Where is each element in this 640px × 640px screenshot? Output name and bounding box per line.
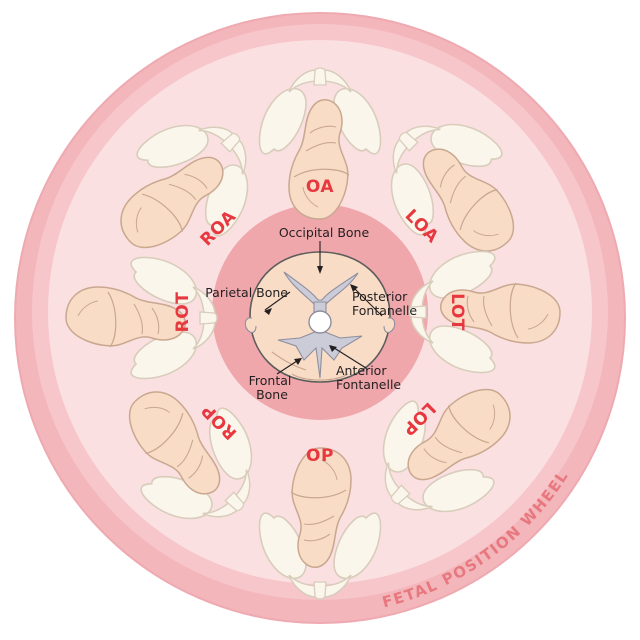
- position-label-rot: ROT: [173, 292, 193, 333]
- arrowhead-parietal: [264, 308, 272, 315]
- position-label-op: OP: [306, 446, 334, 466]
- leader-posterior-fontanelle: [351, 285, 383, 317]
- arrowhead-anterior-fontanelle: [329, 345, 337, 352]
- fetal-skull-diagram: [244, 241, 396, 383]
- label-occipital-bone: Occipital Bone: [279, 225, 370, 240]
- leader-anterior-fontanelle: [330, 345, 367, 369]
- label-parietal-bone: Parietal Bone: [205, 285, 288, 300]
- arrowhead-occipital: [317, 266, 323, 274]
- label-anterior-fontanelle: Anterior Fontanelle: [336, 363, 401, 392]
- label-frontal-bone: Frontal Bone: [249, 373, 296, 402]
- position-label-oa: OA: [306, 177, 334, 197]
- label-posterior-fontanelle: Posterior Fontanelle: [352, 289, 417, 318]
- anterior-fontanelle: [277, 329, 363, 379]
- leader-parietal: [264, 291, 291, 311]
- arrowhead-posterior-fontanelle: [350, 284, 358, 292]
- ear-right: [383, 317, 396, 334]
- position-label-lot: LOT: [447, 293, 467, 331]
- ear-left: [244, 317, 257, 334]
- lambdoid-suture: [283, 271, 359, 305]
- frontal-brow-line: [291, 373, 349, 381]
- frontal-bone-contour: [271, 351, 307, 371]
- posterior-fontanelle: [308, 310, 332, 334]
- arrowhead-frontal: [294, 358, 302, 365]
